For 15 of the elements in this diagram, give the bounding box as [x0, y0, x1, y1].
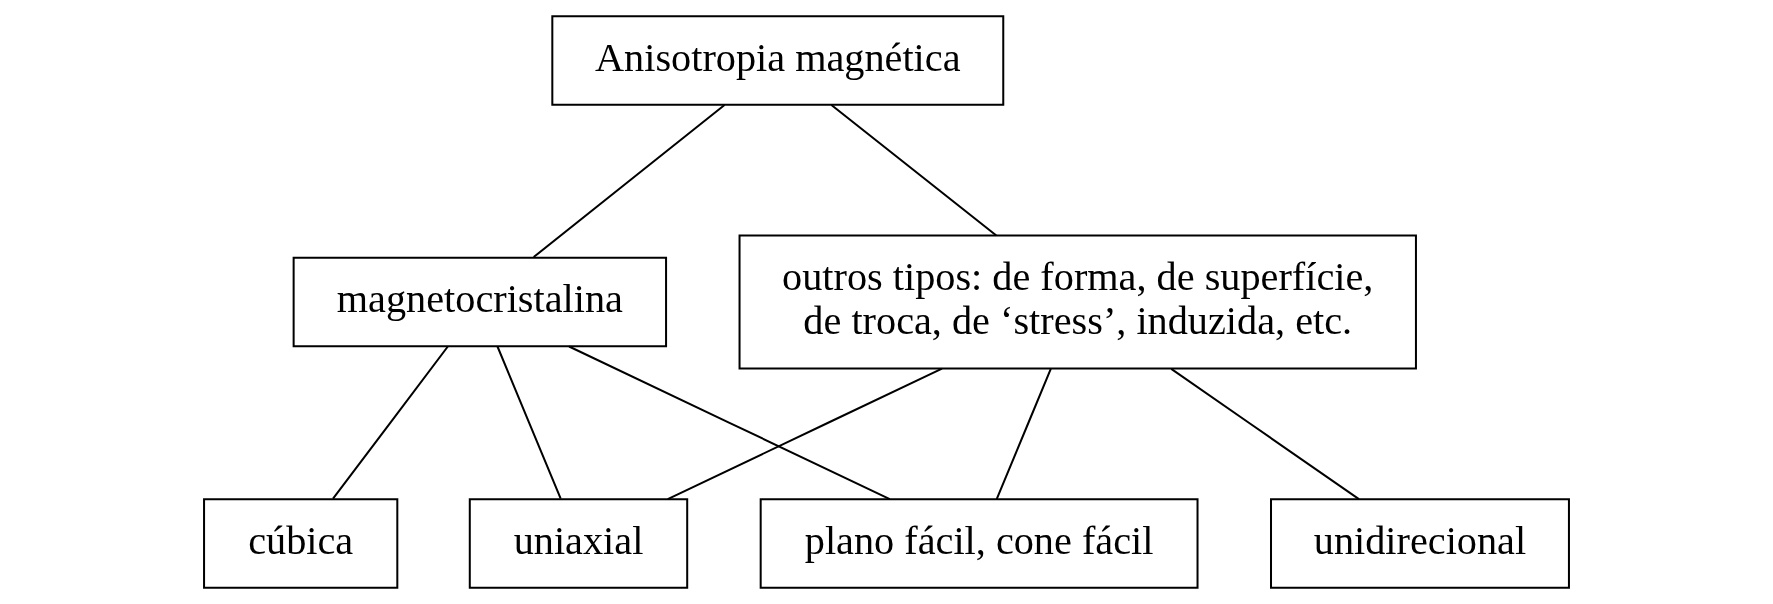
connector — [667, 367, 943, 500]
node-box: plano fácil, cone fácil — [759, 498, 1199, 589]
connector — [496, 346, 562, 500]
connector — [995, 368, 1052, 500]
node-box: unidirecional — [1270, 498, 1570, 589]
connector — [533, 104, 726, 258]
node-box: cúbica — [203, 498, 399, 589]
node-box: Anisotropia magnética — [551, 15, 1005, 106]
connector — [830, 104, 997, 237]
node-box: outros tipos: de forma, de superfície, de troca, de ‘stress’, induzida, etc. — [738, 234, 1417, 370]
connector — [1170, 368, 1360, 500]
node-box: uniaxial — [468, 498, 689, 589]
connector — [332, 345, 449, 500]
connector — [568, 345, 891, 500]
node-box: magnetocristalina — [292, 256, 668, 348]
